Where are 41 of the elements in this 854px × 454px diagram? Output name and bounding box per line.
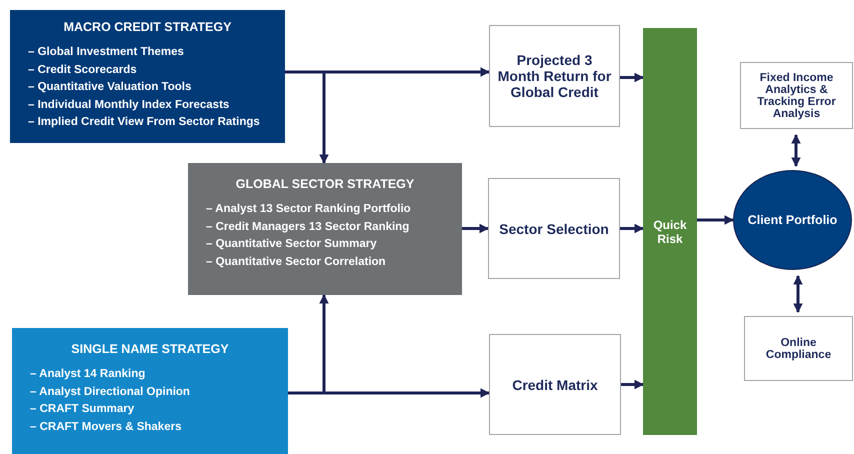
- bullet-item: – Analyst Directional Opinion: [30, 384, 191, 400]
- strategy-box: [188, 163, 462, 295]
- arrow: [620, 72, 644, 82]
- box-heading: SINGLE NAME STRATEGY: [70, 342, 230, 356]
- bullet-item: – Quantitative Sector Correlation: [206, 254, 387, 270]
- bullet-item: – CRAFT Summary: [30, 402, 136, 417]
- node-label: Fixed Income Analytics & Tracking Error Analysis: [756, 72, 837, 120]
- bullet-item: – Credit Scorecards: [28, 62, 138, 78]
- arrow: [285, 70, 329, 164]
- process-box: [744, 316, 853, 381]
- double-arrow: [791, 134, 801, 167]
- process-box: [740, 62, 853, 129]
- process-box: [488, 178, 620, 279]
- risk-bar: [643, 28, 697, 435]
- bullet-item: – Analyst 13 Sector Ranking Portfolio: [206, 202, 412, 217]
- bullet-item: – Analyst 14 Ranking: [30, 367, 146, 382]
- arrow: [697, 215, 734, 225]
- bullet-item: – Credit Managers 13 Sector Ranking: [206, 220, 410, 234]
- bullet-item: – CRAFT Movers & Shakers: [30, 420, 182, 434]
- node-label: Client Portfolio: [748, 213, 838, 227]
- bullet-item: – Quantitative Sector Summary: [206, 237, 378, 252]
- arrow: [462, 224, 489, 234]
- strategy-box: [12, 328, 288, 454]
- strategy-box: [10, 10, 285, 143]
- bullet-item: – Implied Credit View From Sector Ratings: [28, 115, 261, 130]
- node-label: Credit Matrix: [512, 376, 598, 392]
- bullet-item: – Individual Monthly Index Forecasts: [28, 98, 230, 112]
- arrow: [288, 294, 329, 394]
- process-box: [489, 334, 621, 435]
- node-label: Projected 3 Month Return for Global Credit: [496, 52, 612, 100]
- bullet-item: – Global Investment Themes: [28, 45, 185, 60]
- arrow: [620, 224, 644, 234]
- node-label: Online Compliance: [764, 336, 832, 360]
- arrow: [621, 380, 644, 390]
- node-label: Sector Selection: [499, 220, 609, 236]
- bullet-item: – Quantitative Valuation Tools: [28, 80, 192, 95]
- node-label: Quick Risk: [652, 218, 688, 246]
- box-heading: GLOBAL SECTOR STRATEGY: [234, 177, 416, 191]
- box-heading: MACRO CREDIT STRATEGY: [62, 20, 232, 34]
- process-box: [489, 25, 620, 127]
- double-arrow: [793, 275, 803, 313]
